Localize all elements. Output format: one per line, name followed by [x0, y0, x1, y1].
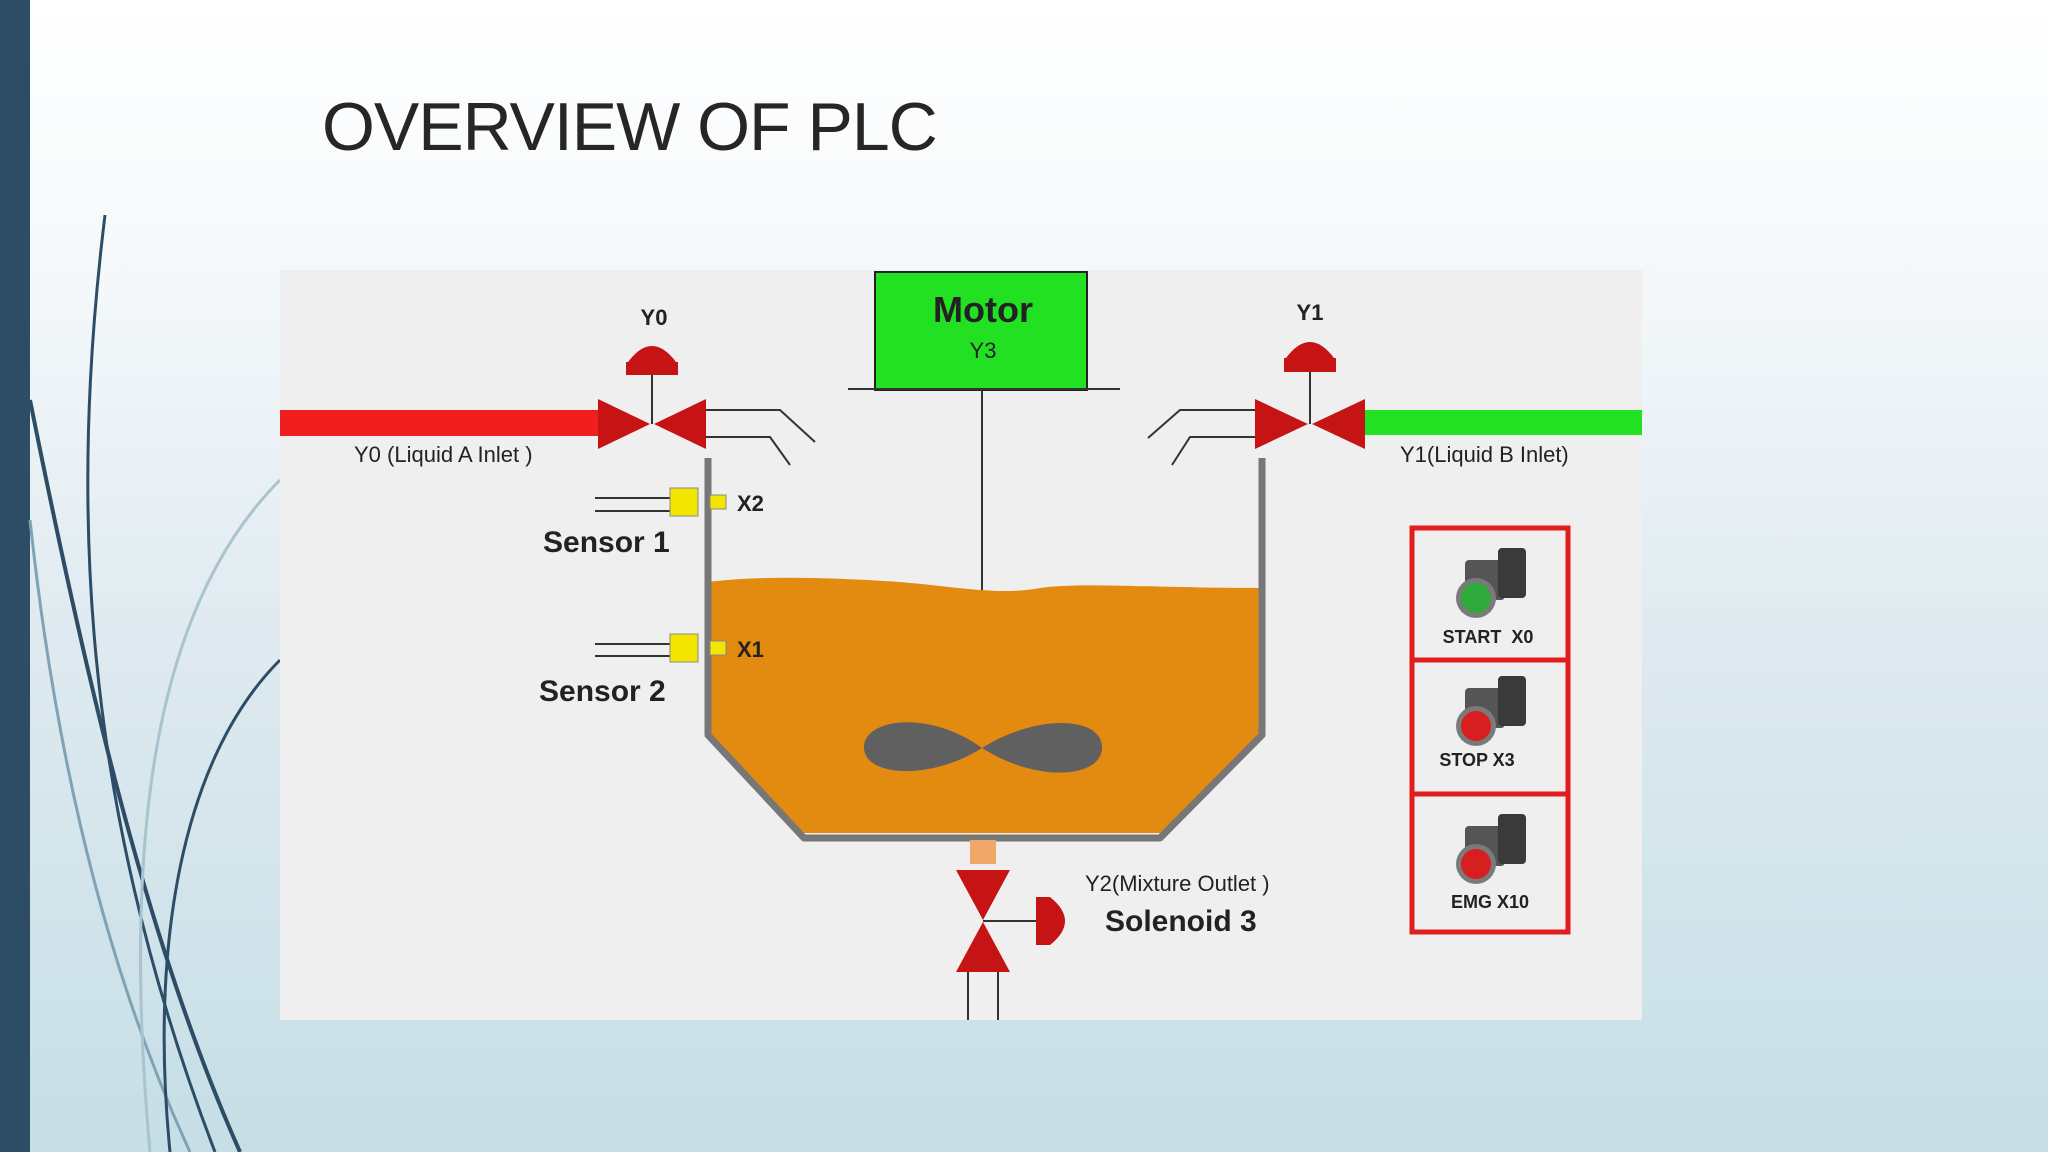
motor-box[interactable]: [874, 271, 1088, 391]
valve-y0[interactable]: [598, 346, 706, 449]
motor-tag: Y3: [970, 338, 997, 363]
liquid-b-pipe: [1365, 410, 1642, 435]
decorative-curves: [28, 214, 282, 1152]
slide-title: OVERVIEW OF PLC: [322, 89, 938, 165]
sensor-2-name: Sensor 2: [539, 675, 666, 708]
outlet-caption: Y2(Mixture Outlet ): [1085, 871, 1270, 896]
solenoid-3-name: Solenoid 3: [1105, 905, 1257, 938]
sensor-2[interactable]: [595, 633, 727, 663]
sensor-2-tag: X1: [737, 637, 764, 662]
agitator-blades: [863, 722, 1103, 773]
valve-y0-tag: Y0: [641, 305, 668, 330]
motor-label: Motor: [933, 289, 1033, 330]
start-button-label: START X0: [1443, 627, 1534, 647]
valve-y1[interactable]: [1255, 342, 1365, 449]
diagram-canvas: Y0 Y0 (Liquid A Inlet ) Y1 Y1(Liquid B I…: [280, 271, 1642, 1020]
stop-button-label: STOP X3: [1439, 750, 1514, 770]
button-panel: [1409, 525, 1571, 935]
valve-y1-tag: Y1: [1297, 300, 1324, 325]
sensor-1-tag: X2: [737, 491, 764, 516]
valve-y1-caption: Y1(Liquid B Inlet): [1400, 442, 1569, 467]
left-accent-bar: [0, 0, 30, 1152]
emergency-button-label: EMG X10: [1451, 892, 1529, 912]
sensor-1-name: Sensor 1: [543, 526, 670, 559]
start-button[interactable]: [1456, 548, 1526, 618]
outlet-pipe-stub: [970, 840, 996, 864]
valve-y0-caption: Y0 (Liquid A Inlet ): [354, 442, 533, 467]
liquid-a-pipe: [280, 410, 598, 436]
sensor-1[interactable]: [595, 487, 727, 517]
tank-liquid: [708, 577, 1260, 833]
emergency-button[interactable]: [1456, 814, 1526, 884]
tank-wall: [704, 458, 1266, 842]
solenoid-3-valve[interactable]: [956, 870, 1065, 972]
plc-diagram: Y0 Y0 (Liquid A Inlet ) Y1 Y1(Liquid B I…: [280, 270, 1642, 1020]
stop-button[interactable]: [1456, 676, 1526, 746]
